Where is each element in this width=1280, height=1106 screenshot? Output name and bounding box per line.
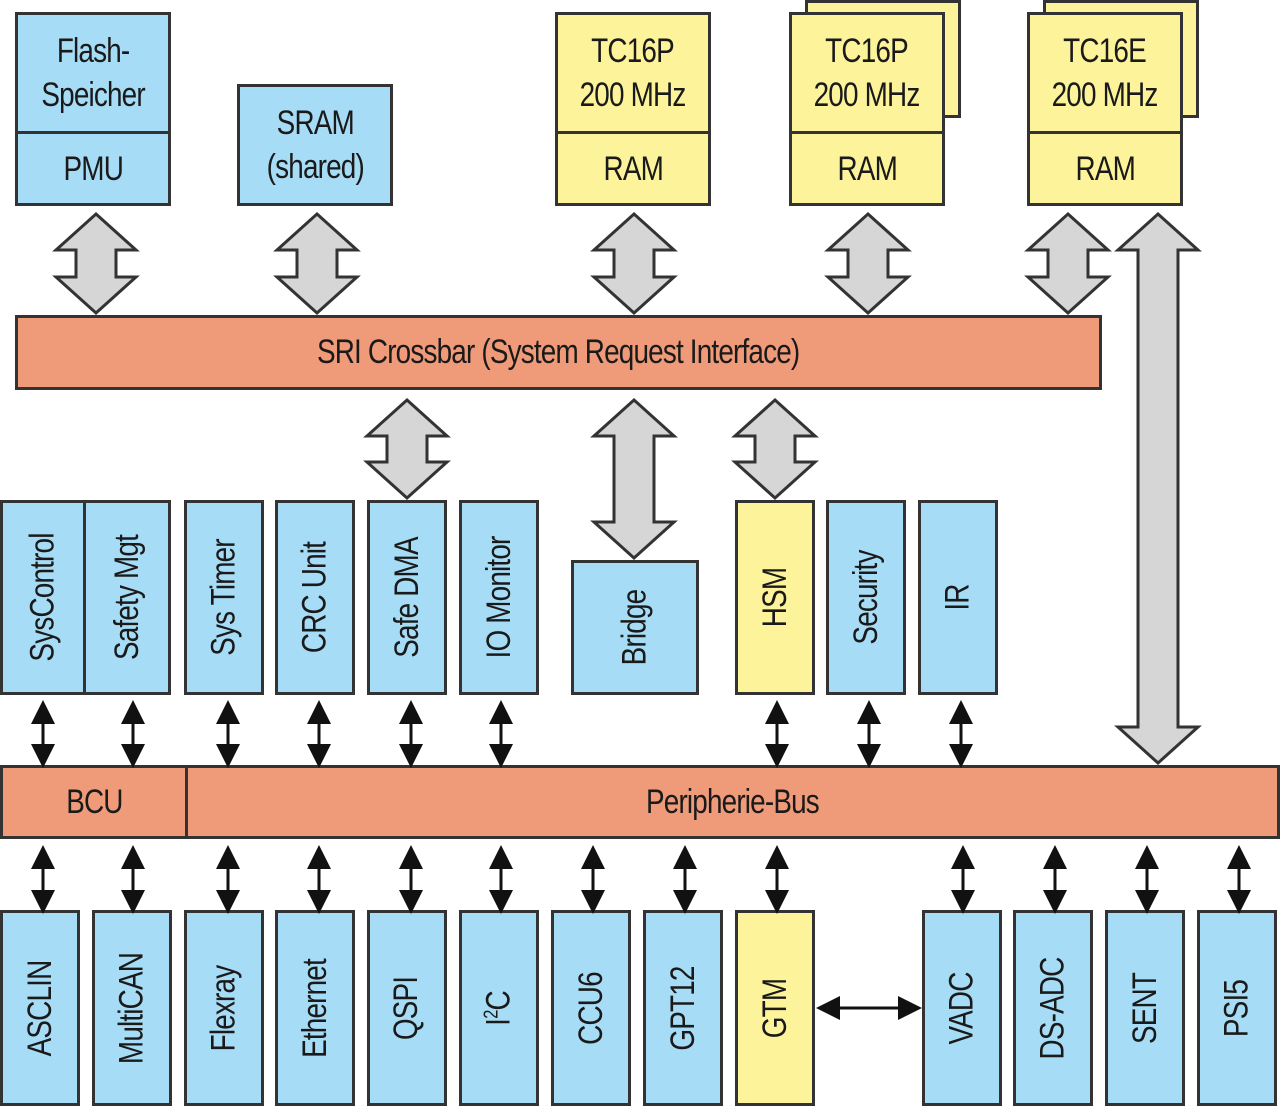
- peripheral-ds-adc-label: DS-ADC: [1033, 957, 1072, 1059]
- module-syscontrol-label: SysControl: [23, 533, 62, 662]
- peripheral-asclin-label: ASCLIN: [20, 960, 59, 1056]
- flash-memory-block: Flash- Speicher PMU: [15, 12, 171, 206]
- peripheral-psi5-label: PSI5: [1217, 979, 1256, 1037]
- sri-crossbar-label: SRI Crossbar (System Request Interface): [317, 333, 800, 371]
- peripheral-i2c-label: I2C: [479, 990, 518, 1026]
- module-io-monitor: IO Monitor: [459, 500, 539, 695]
- bcu-label: BCU: [65, 782, 123, 821]
- core-0-block: TC16P 200 MHz RAM: [555, 12, 711, 206]
- arrow-sri-safe-dma: [363, 397, 451, 501]
- arrow-core2-sri: [1024, 211, 1112, 316]
- peripheral-asclin: ASCLIN: [0, 910, 80, 1106]
- peripheral-multican: MultiCAN: [92, 910, 172, 1106]
- module-safety-mgt: Safety Mgt: [83, 500, 171, 695]
- module-hsm: HSM: [735, 500, 815, 695]
- peripheral-gtm: GTM: [735, 910, 815, 1106]
- sri-crossbar-bar: SRI Crossbar (System Request Interface): [15, 315, 1102, 390]
- core-1-ram: RAM: [792, 131, 942, 203]
- arrow-sram-sri: [273, 211, 361, 316]
- arrow-core1-sri: [824, 211, 912, 316]
- arrow-core2-peripheral-bus: [1114, 211, 1202, 766]
- core-2-ram: RAM: [1030, 131, 1180, 203]
- peripheral-vadc: VADC: [922, 910, 1002, 1106]
- module-crc-unit-label: CRC Unit: [295, 541, 334, 654]
- module-safe-dma-label: Safe DMA: [387, 537, 426, 658]
- peripheral-ccu6-label: CCU6: [571, 971, 610, 1045]
- arrow-flash-sri: [52, 211, 140, 316]
- peripheral-vadc-label: VADC: [942, 971, 981, 1045]
- core-1-cpu: TC16P 200 MHz: [792, 15, 942, 131]
- sram-label: SRAM (shared): [266, 104, 364, 186]
- flash-label: Flash- Speicher: [41, 32, 145, 115]
- arrow-core0-sri: [590, 211, 678, 316]
- module-sys-timer: Sys Timer: [184, 500, 264, 695]
- module-safe-dma: Safe DMA: [367, 500, 447, 695]
- peripheral-flexray: Flexray: [184, 910, 264, 1106]
- peripheral-multican-label: MultiCAN: [112, 952, 151, 1064]
- pmu-label: PMU: [63, 149, 123, 188]
- module-syscontrol: SysControl: [0, 500, 86, 695]
- module-ir-label: IR: [938, 584, 977, 611]
- peripheral-i2c: I2C: [459, 910, 539, 1106]
- core-2-cpu: TC16E 200 MHz: [1030, 15, 1180, 131]
- core-0-ram: RAM: [558, 131, 708, 203]
- peripheral-ds-adc: DS-ADC: [1013, 910, 1093, 1106]
- module-ir: IR: [918, 500, 998, 695]
- module-io-monitor-label: IO Monitor: [479, 536, 518, 659]
- core-2-ram-label: RAM: [1075, 149, 1135, 188]
- peripheral-psi5: PSI5: [1197, 910, 1277, 1106]
- core-1-block: TC16P 200 MHz RAM: [789, 12, 945, 206]
- peripheral-sent-label: SENT: [1125, 972, 1164, 1044]
- peripheral-qspi-label: QSPI: [387, 976, 426, 1040]
- peripheral-ethernet-label: Ethernet: [295, 958, 334, 1058]
- module-safety-mgt-label: Safety Mgt: [107, 534, 146, 661]
- peripheral-qspi: QSPI: [367, 910, 447, 1106]
- arrow-sri-bridge: [590, 397, 678, 561]
- peripheral-sent: SENT: [1105, 910, 1185, 1106]
- sram-block: SRAM (shared): [237, 84, 393, 206]
- module-security: Security: [826, 500, 906, 695]
- peripheral-gtm-label: GTM: [755, 978, 794, 1038]
- core-0-ram-label: RAM: [603, 149, 663, 188]
- core-2-block: TC16E 200 MHz RAM: [1027, 12, 1183, 206]
- peripheral-gpt12-label: GPT12: [663, 965, 702, 1051]
- module-hsm-label: HSM: [755, 567, 794, 628]
- core-1-label: TC16P 200 MHz: [814, 32, 921, 115]
- peripheral-bus-bar: Peripherie-Bus: [185, 765, 1280, 839]
- core-0-cpu: TC16P 200 MHz: [558, 15, 708, 131]
- module-security-label: Security: [846, 550, 885, 645]
- flash-section: Flash- Speicher: [18, 15, 168, 131]
- core-1-ram-label: RAM: [837, 149, 897, 188]
- peripheral-bus-label: Peripherie-Bus: [646, 782, 820, 821]
- core-2-label: TC16E 200 MHz: [1052, 32, 1159, 115]
- module-sys-timer-label: Sys Timer: [204, 539, 243, 656]
- bcu-bar: BCU: [0, 765, 188, 839]
- peripheral-ccu6: CCU6: [551, 910, 631, 1106]
- pmu-section: PMU: [18, 131, 168, 203]
- module-crc-unit: CRC Unit: [275, 500, 355, 695]
- module-bridge: Bridge: [571, 560, 699, 695]
- peripheral-gpt12: GPT12: [643, 910, 723, 1106]
- module-bridge-label: Bridge: [615, 589, 654, 666]
- peripheral-flexray-label: Flexray: [204, 965, 243, 1051]
- arrow-sri-hsm: [731, 397, 819, 501]
- peripheral-ethernet: Ethernet: [275, 910, 355, 1106]
- core-0-label: TC16P 200 MHz: [580, 32, 687, 115]
